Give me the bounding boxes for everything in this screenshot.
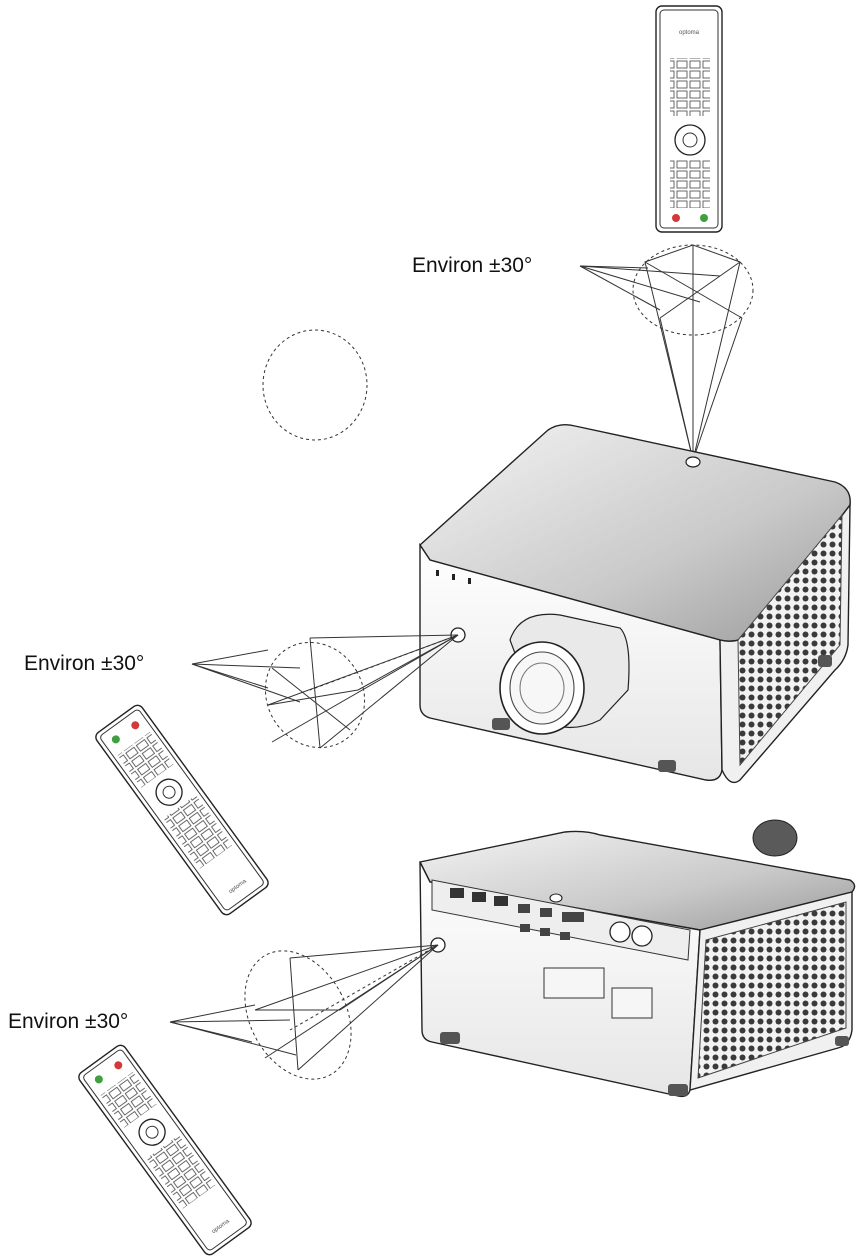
- top-angle-label: Environ ±30°: [412, 254, 533, 277]
- svg-text:optoma: optoma: [679, 30, 700, 36]
- on-button-icon: [111, 735, 120, 744]
- projector-front: [419, 423, 851, 784]
- top-signal-cone: [632, 244, 754, 461]
- top-angle-pointer: [579, 265, 721, 311]
- on-button-icon: [700, 214, 708, 222]
- middle-angle-label: Environ ±30°: [24, 652, 145, 675]
- projector-rear: [418, 819, 856, 1098]
- power-button-icon: [131, 721, 140, 730]
- power-button-icon: [672, 214, 680, 222]
- bottom-angle-pointer: [169, 1004, 297, 1056]
- top-ir-receiver: [685, 456, 701, 468]
- middle-signal-cone: [262, 329, 459, 749]
- remote-top: optoma: [655, 5, 723, 233]
- remote-middle: optoma: [95, 704, 269, 916]
- on-button-icon: [94, 1075, 103, 1084]
- remote-bottom: optoma: [78, 1044, 252, 1256]
- middle-angle-pointer: [191, 649, 301, 703]
- power-button-icon: [114, 1061, 123, 1070]
- bottom-signal-cone: [244, 944, 439, 1080]
- bottom-angle-label: Environ ±30°: [8, 1010, 129, 1033]
